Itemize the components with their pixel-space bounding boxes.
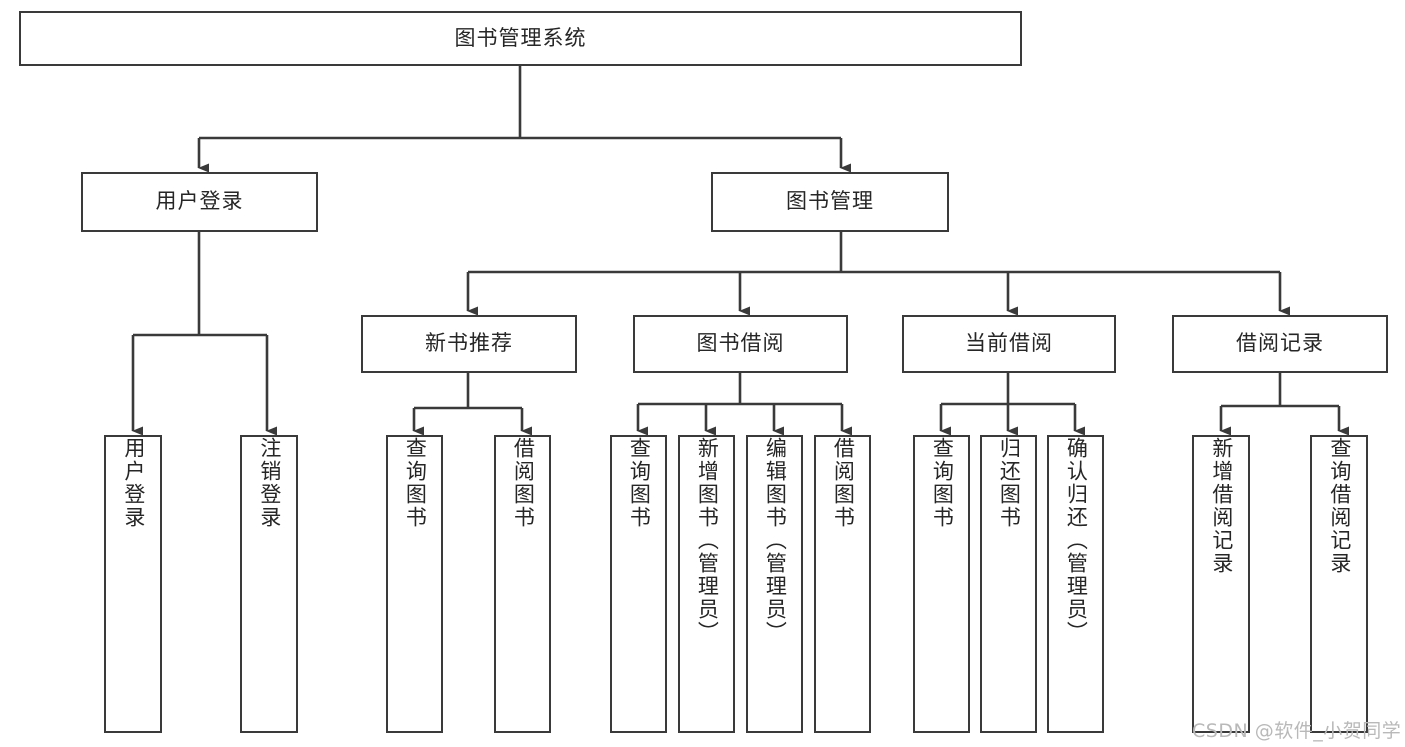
node-new-book-recommend[interactable]: 新书推荐 <box>361 315 577 373</box>
node-label: 注销登录 <box>257 437 282 529</box>
node-label: 用户登录 <box>155 189 244 214</box>
node-leaf-add-record[interactable]: 新增借阅记录 <box>1192 435 1250 733</box>
node-leaf-borrow-book-2[interactable]: 借阅图书 <box>814 435 871 733</box>
node-leaf-add-book[interactable]: 新增图书（管理员） <box>678 435 735 733</box>
node-label: 新增借阅记录 <box>1209 437 1234 575</box>
node-label: 新书推荐 <box>425 331 513 356</box>
node-label: 借阅记录 <box>1236 331 1324 356</box>
node-leaf-confirm-return[interactable]: 确认归还（管理员） <box>1047 435 1104 733</box>
node-label: 借阅图书 <box>511 437 536 529</box>
node-label: 图书借阅 <box>696 331 785 356</box>
csdn-watermark: CSDN @软件_小贺同学 <box>1192 720 1402 742</box>
node-current-borrow[interactable]: 当前借阅 <box>902 315 1116 373</box>
node-label: 查询借阅记录 <box>1327 437 1352 575</box>
node-leaf-query-record[interactable]: 查询借阅记录 <box>1310 435 1368 733</box>
node-label: 借阅图书 <box>831 437 856 529</box>
node-label: 查询图书 <box>930 437 955 529</box>
node-user-login[interactable]: 用户登录 <box>81 172 318 232</box>
node-label: 查询图书 <box>627 437 652 529</box>
node-leaf-query-book-2[interactable]: 查询图书 <box>610 435 667 733</box>
node-book-management-system[interactable]: 图书管理系统 <box>19 11 1022 66</box>
node-leaf-logout-login[interactable]: 注销登录 <box>240 435 298 733</box>
node-book-borrow[interactable]: 图书借阅 <box>633 315 848 373</box>
node-label: 图书管理系统 <box>454 25 587 50</box>
node-leaf-query-book-1[interactable]: 查询图书 <box>386 435 443 733</box>
node-label: 查询图书 <box>403 437 428 529</box>
node-label: 编辑图书（管理员） <box>763 437 788 644</box>
node-label: 确认归还（管理员） <box>1064 437 1089 644</box>
node-book-manage[interactable]: 图书管理 <box>711 172 949 232</box>
node-leaf-borrow-book-1[interactable]: 借阅图书 <box>494 435 551 733</box>
node-leaf-user-login[interactable]: 用户登录 <box>104 435 162 733</box>
node-leaf-return-book[interactable]: 归还图书 <box>980 435 1037 733</box>
node-leaf-edit-book[interactable]: 编辑图书（管理员） <box>746 435 803 733</box>
node-label: 当前借阅 <box>965 331 1053 356</box>
node-borrow-record[interactable]: 借阅记录 <box>1172 315 1388 373</box>
node-label: 图书管理 <box>786 189 874 214</box>
node-leaf-query-book-3[interactable]: 查询图书 <box>913 435 970 733</box>
node-label: 新增图书（管理员） <box>695 437 720 644</box>
node-label: 归还图书 <box>997 437 1022 529</box>
node-label: 用户登录 <box>121 437 146 529</box>
